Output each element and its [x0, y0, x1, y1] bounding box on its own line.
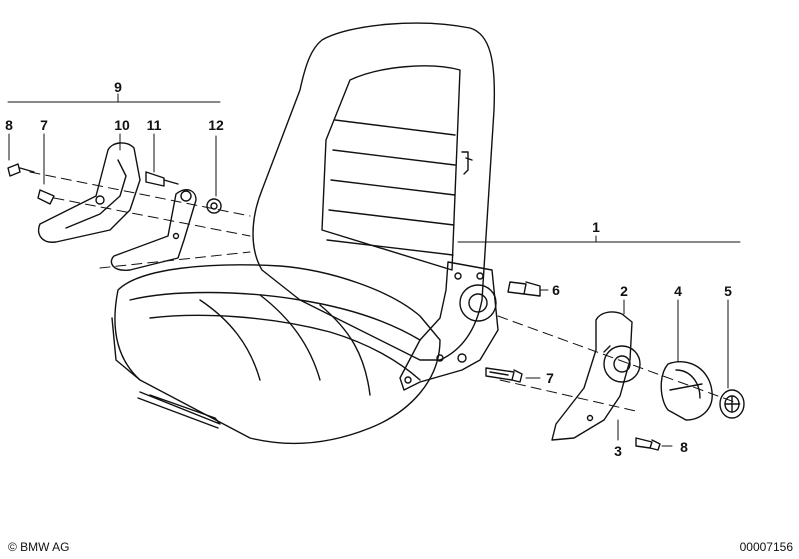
- callout-1: 1: [592, 219, 600, 235]
- bolt-6: [507, 281, 541, 297]
- hinge-cover-2: [551, 311, 641, 441]
- document-number: 00007156: [739, 540, 793, 554]
- callout-12: 12: [208, 117, 224, 133]
- hinge-bracket-right: [399, 261, 499, 391]
- screw-7-right: [485, 367, 523, 383]
- callout-6: 6: [552, 282, 560, 298]
- callout-11: 11: [147, 117, 162, 133]
- linkage-left: [7, 142, 222, 271]
- seat-backrest: [252, 22, 496, 361]
- seat-cushion: [111, 264, 441, 445]
- callout-4: 4: [674, 283, 682, 299]
- copyright-notice: © BMW AG: [8, 540, 70, 554]
- callout-3: 3: [614, 443, 622, 459]
- callout-7-left: 7: [40, 117, 48, 133]
- callout-labels: 9 8 7 10 11 12 1 2 4 5 6 7 3 8: [5, 79, 732, 459]
- leader-lines: [7, 93, 741, 447]
- callout-2: 2: [620, 283, 628, 299]
- callout-9: 9: [114, 79, 122, 95]
- callout-8-left: 8: [5, 117, 13, 133]
- callout-10: 10: [114, 117, 130, 133]
- screw-8-right: [635, 437, 661, 451]
- callout-7-right: 7: [546, 370, 554, 386]
- callout-8-right: 8: [680, 439, 688, 455]
- knob-4: [660, 361, 713, 421]
- callout-5: 5: [724, 283, 732, 299]
- assembly-dash-lines: [29, 171, 741, 413]
